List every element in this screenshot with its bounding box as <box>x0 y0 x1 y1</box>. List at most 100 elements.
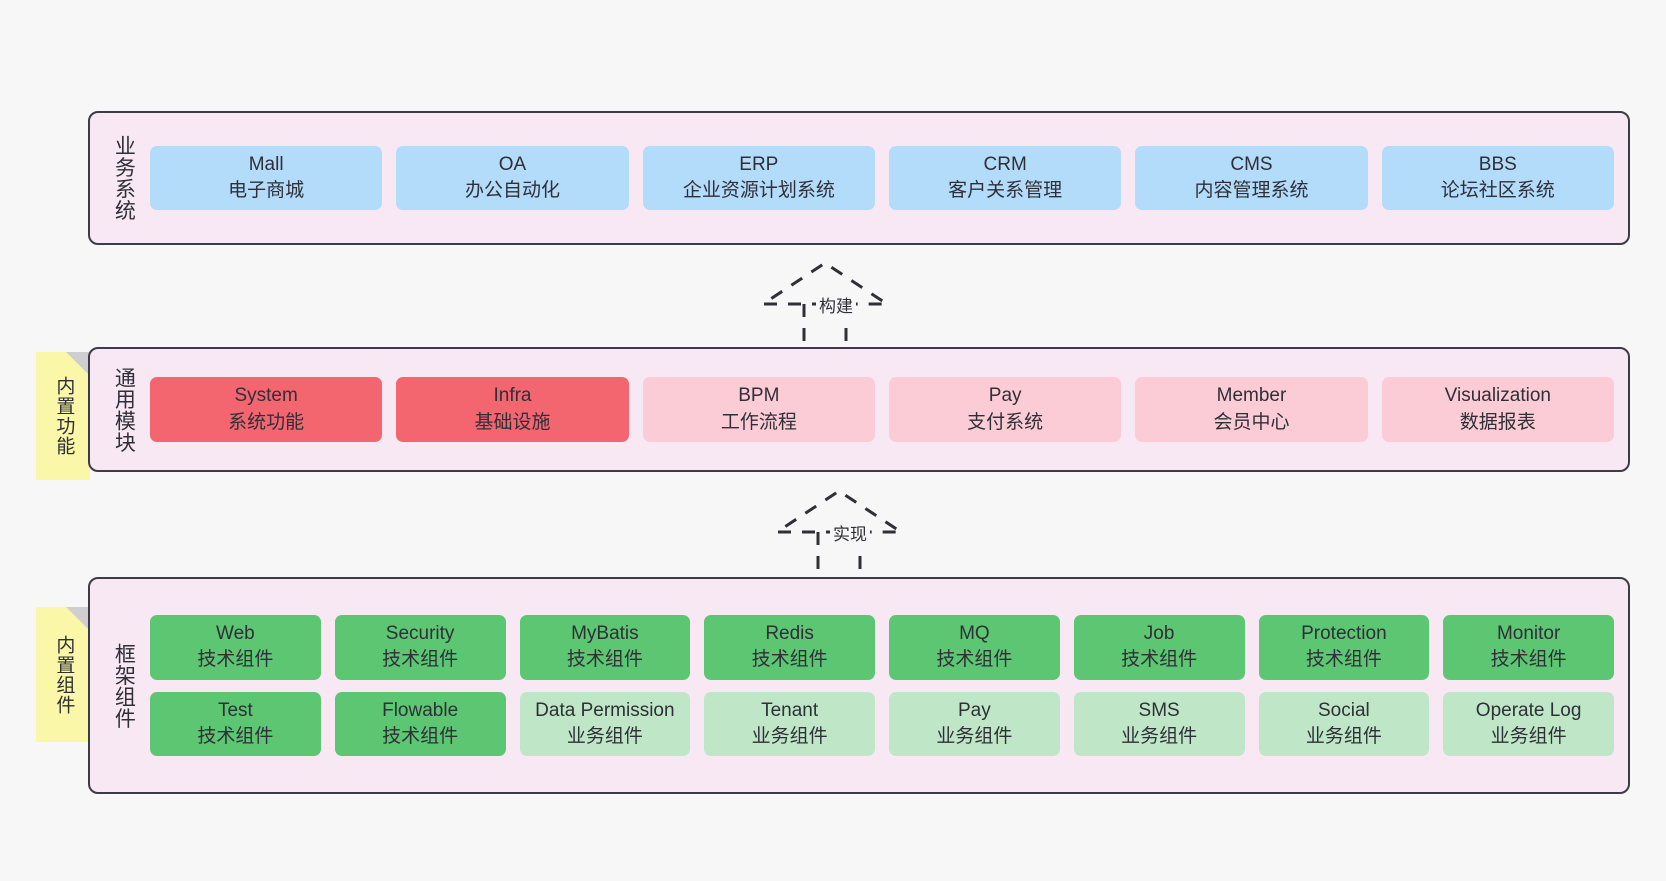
component-box-mybatis[interactable]: MyBatis 技术组件 <box>519 615 691 680</box>
component-box-social[interactable]: Social 业务组件 <box>1258 691 1430 756</box>
box-title: MyBatis <box>571 623 639 645</box>
component-box-sms[interactable]: SMS 业务组件 <box>1073 691 1245 756</box>
module-box-member[interactable]: Member 会员中心 <box>1135 377 1368 442</box>
sticky-fold-corner-icon <box>66 607 90 631</box>
system-box-cms[interactable]: CMS 内容管理系统 <box>1135 145 1368 211</box>
box-title: Pay <box>988 385 1022 407</box>
layer-body-framework: Web 技术组件 Security 技术组件 MyBatis 技术组件 Redi… <box>142 589 1614 782</box>
box-subtitle: 业务组件 <box>1121 725 1198 747</box>
sticky-note-label: 内置组件 <box>53 634 75 715</box>
layer-label-modules: 通用模块 <box>112 366 136 453</box>
module-box-pay[interactable]: Pay 支付系统 <box>888 377 1122 442</box>
box-subtitle: 技术组件 <box>751 649 828 671</box>
box-title: BPM <box>738 385 780 407</box>
box-title: Test <box>217 699 253 721</box>
box-subtitle: 技术组件 <box>936 649 1013 671</box>
layer-body-modules: System 系统功能 Infra 基础设施 BPM 工作流程 Pay 支付系统… <box>142 359 1614 460</box>
box-title: Job <box>1143 623 1175 645</box>
layer-panel-modules: 通用模块 System 系统功能 Infra 基础设施 BPM 工作流程 Pay… <box>88 347 1630 472</box>
layer-panel-business: 业务系统 Mall 电子商城 OA 办公自动化 ERP 企业资源计划系统 CRM… <box>88 111 1630 245</box>
connector-build: 构建 <box>758 260 908 352</box>
box-title: ERP <box>739 153 779 175</box>
box-title: Data Permission <box>535 699 675 721</box>
box-subtitle: 会员中心 <box>1213 411 1290 433</box>
box-title: Tenant <box>761 699 819 721</box>
component-box-web[interactable]: Web 技术组件 <box>150 615 321 680</box>
component-box-security[interactable]: Security 技术组件 <box>334 615 506 680</box>
module-box-bpm[interactable]: BPM 工作流程 <box>642 377 875 442</box>
module-box-system[interactable]: System 系统功能 <box>150 377 383 442</box>
system-box-bbs[interactable]: BBS 论坛社区系统 <box>1381 145 1614 211</box>
box-title: Visualization <box>1444 385 1551 407</box>
connector-implement: 实现 <box>772 488 922 580</box>
component-box-operate-log[interactable]: Operate Log 业务组件 <box>1443 691 1614 756</box>
box-subtitle: 技术组件 <box>382 649 459 671</box>
component-box-test[interactable]: Test 技术组件 <box>150 691 321 756</box>
box-subtitle: 技术组件 <box>1305 649 1382 671</box>
box-title: CMS <box>1230 153 1273 175</box>
box-title: Protection <box>1301 623 1387 645</box>
system-box-mall[interactable]: Mall 电子商城 <box>150 145 383 211</box>
component-box-tenant[interactable]: Tenant 业务组件 <box>704 691 875 756</box>
box-title: Web <box>216 623 255 645</box>
component-box-monitor[interactable]: Monitor 技术组件 <box>1443 615 1614 680</box>
component-box-protection[interactable]: Protection 技术组件 <box>1258 615 1430 680</box>
layer-row: Mall 电子商城 OA 办公自动化 ERP 企业资源计划系统 CRM 客户关系… <box>150 145 1614 211</box>
box-subtitle: 技术组件 <box>566 649 643 671</box>
box-title: Infra <box>493 385 532 407</box>
layer-panel-framework: 框架组件 Web 技术组件 Security 技术组件 MyBatis 技术组件… <box>88 577 1630 794</box>
component-box-data-permission[interactable]: Data Permission 业务组件 <box>519 691 691 756</box>
box-title: Security <box>385 623 455 645</box>
box-subtitle: 办公自动化 <box>464 180 560 201</box>
layer-row-business-components: Test 技术组件 Flowable 技术组件 Data Permission … <box>150 691 1614 756</box>
box-subtitle: 工作流程 <box>720 411 797 433</box>
layer-body-business: Mall 电子商城 OA 办公自动化 ERP 企业资源计划系统 CRM 客户关系… <box>142 123 1614 233</box>
box-subtitle: 企业资源计划系统 <box>682 180 835 201</box>
box-subtitle: 论坛社区系统 <box>1440 180 1555 201</box>
layer-row-tech: Web 技术组件 Security 技术组件 MyBatis 技术组件 Redi… <box>150 615 1614 680</box>
box-title: Member <box>1216 385 1287 407</box>
component-box-job[interactable]: Job 技术组件 <box>1073 615 1245 680</box>
box-subtitle: 内容管理系统 <box>1194 180 1309 201</box>
box-subtitle: 业务组件 <box>936 725 1013 747</box>
box-title: Operate Log <box>1475 699 1582 721</box>
box-title: CRM <box>983 153 1027 175</box>
box-subtitle: 业务组件 <box>1305 725 1382 747</box>
box-title: OA <box>498 153 527 175</box>
component-box-flowable[interactable]: Flowable 技术组件 <box>334 691 506 756</box>
box-title: Flowable <box>382 699 459 721</box>
box-title: System <box>234 385 298 407</box>
component-box-redis[interactable]: Redis 技术组件 <box>704 615 875 680</box>
box-title: MQ <box>959 623 990 645</box>
box-title: BBS <box>1478 153 1517 175</box>
box-subtitle: 系统功能 <box>228 411 305 433</box>
sticky-note-builtin-features: 内置功能 <box>36 352 90 480</box>
box-subtitle: 业务组件 <box>1490 725 1567 747</box>
box-subtitle: 技术组件 <box>1121 649 1198 671</box>
layer-row: System 系统功能 Infra 基础设施 BPM 工作流程 Pay 支付系统… <box>150 377 1614 442</box>
system-box-erp[interactable]: ERP 企业资源计划系统 <box>642 145 875 211</box>
module-box-visualization[interactable]: Visualization 数据报表 <box>1381 377 1614 442</box>
box-title: Social <box>1318 699 1370 721</box>
box-subtitle: 客户关系管理 <box>948 180 1063 201</box>
box-subtitle: 技术组件 <box>197 725 274 747</box>
box-subtitle: 技术组件 <box>382 725 459 747</box>
box-subtitle: 业务组件 <box>566 725 643 747</box>
component-box-mq[interactable]: MQ 技术组件 <box>889 615 1060 680</box>
sticky-note-label: 内置功能 <box>53 376 75 456</box>
box-title: Redis <box>765 623 814 645</box>
box-subtitle: 业务组件 <box>751 725 828 747</box>
connector-build-label: 构建 <box>816 292 856 317</box>
box-title: Mall <box>248 153 284 175</box>
system-box-oa[interactable]: OA 办公自动化 <box>396 145 629 211</box>
connector-implement-label: 实现 <box>830 520 870 545</box>
module-box-infra[interactable]: Infra 基础设施 <box>396 377 629 442</box>
box-title: Pay <box>958 699 991 721</box>
component-box-pay[interactable]: Pay 业务组件 <box>889 691 1060 756</box>
layer-label-business: 业务系统 <box>112 135 136 221</box>
sticky-fold-corner-icon <box>66 352 90 376</box>
system-box-crm[interactable]: CRM 客户关系管理 <box>888 145 1122 211</box>
box-subtitle: 数据报表 <box>1459 411 1536 433</box>
box-subtitle: 支付系统 <box>967 411 1044 433</box>
